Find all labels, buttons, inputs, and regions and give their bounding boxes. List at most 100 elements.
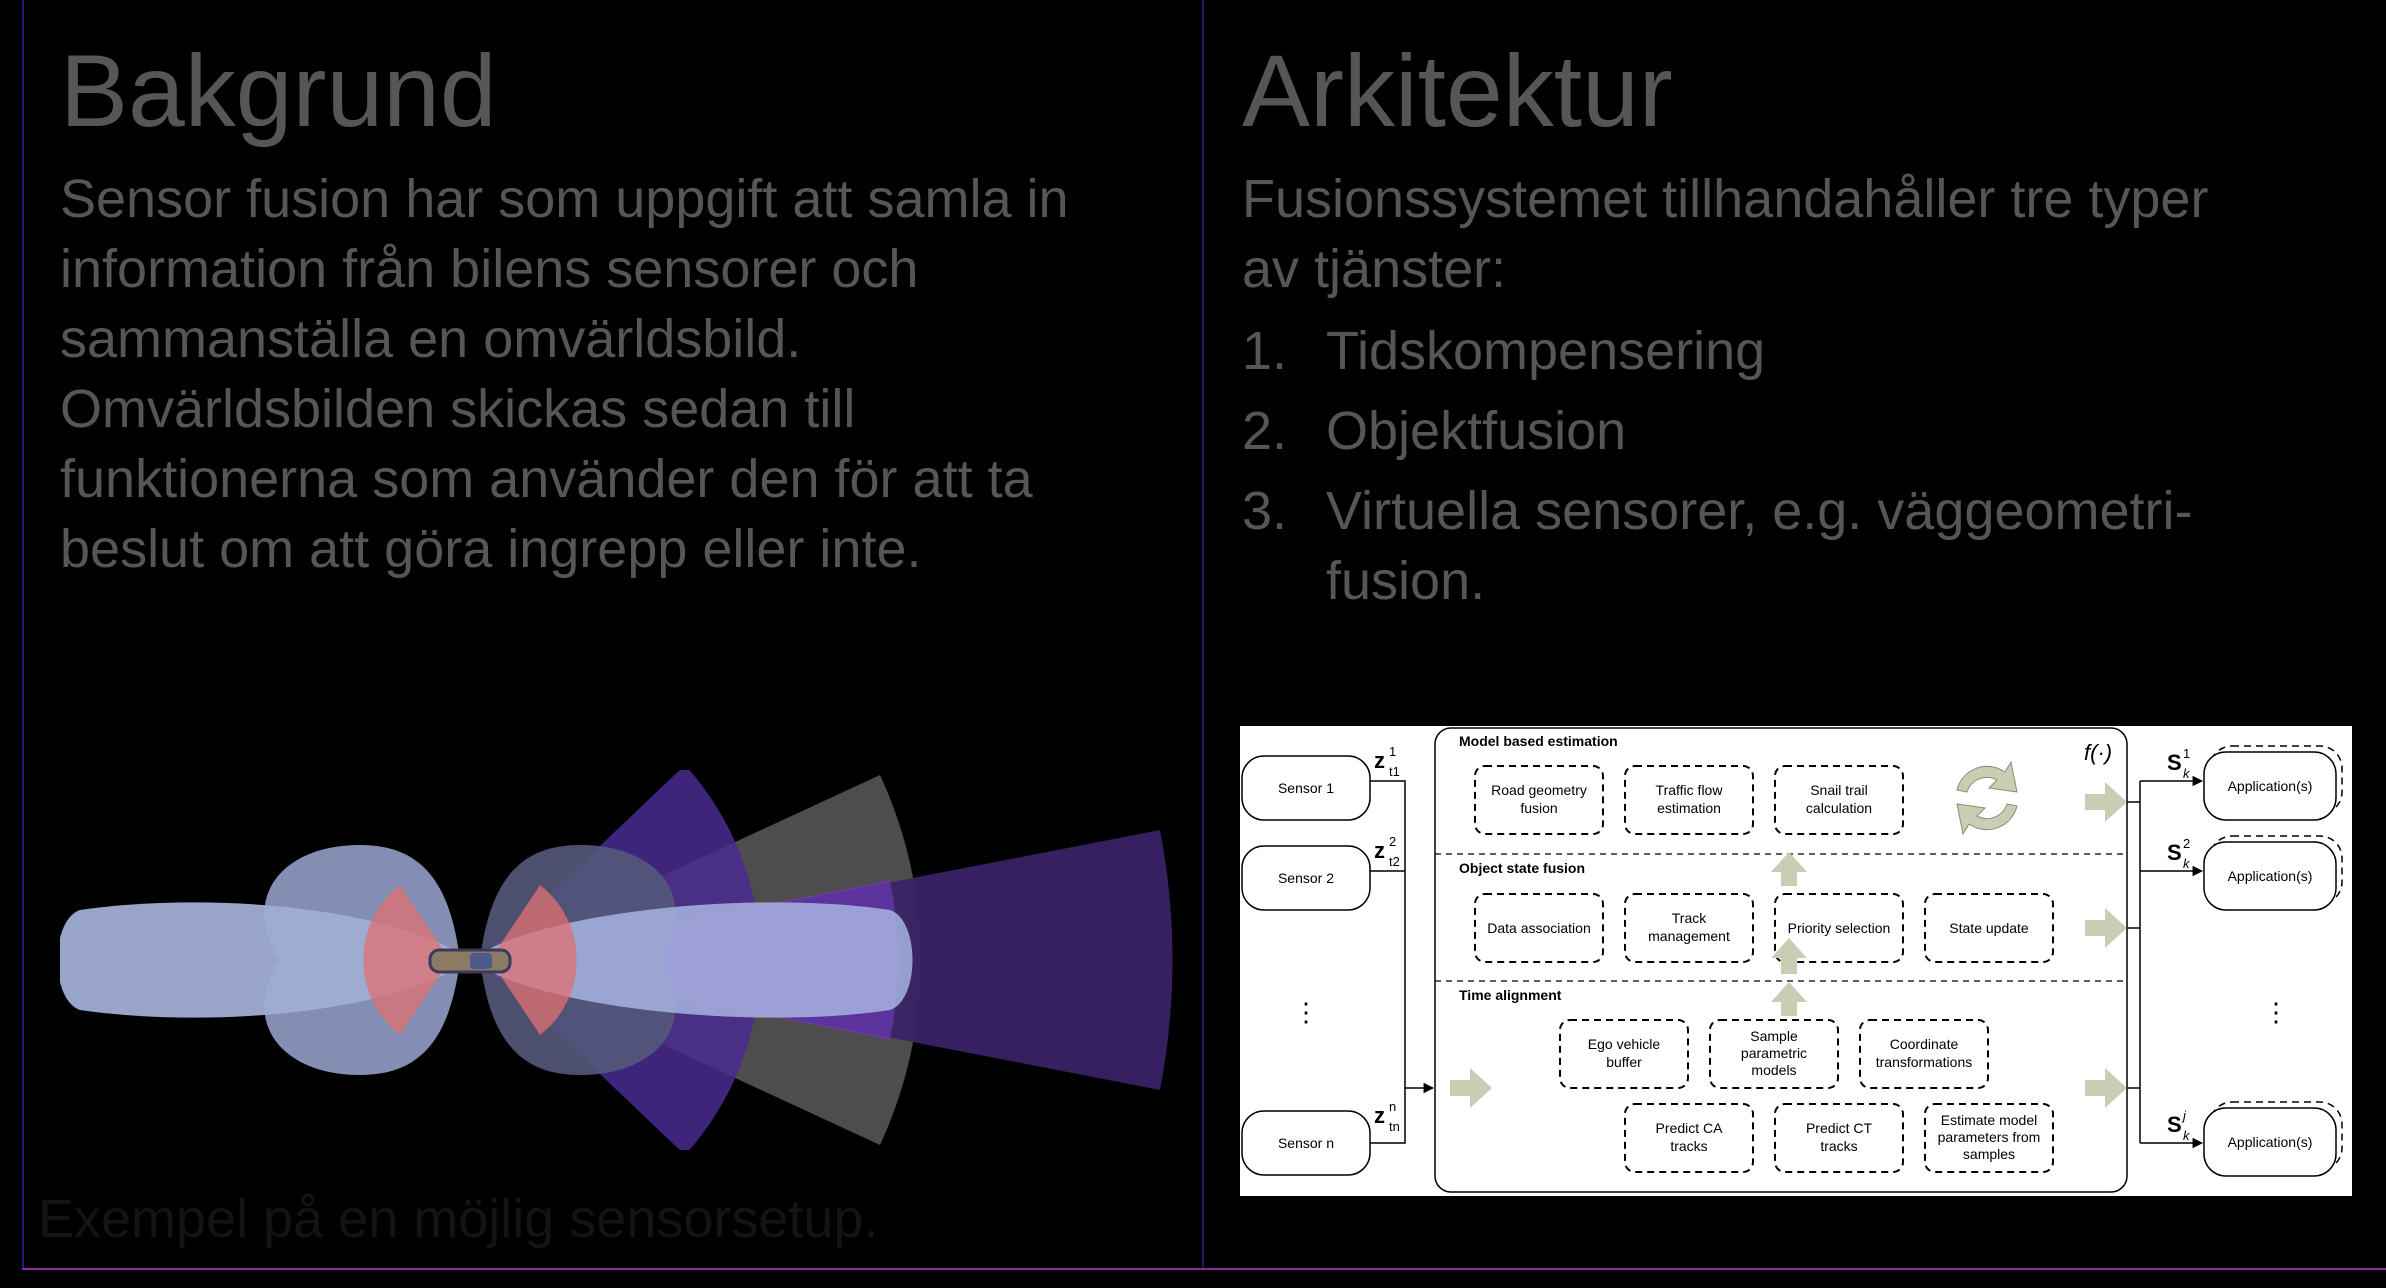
body-line: Sensor fusion har som uppgift att samla … bbox=[60, 169, 1069, 229]
box-line: models bbox=[1751, 1062, 1796, 1078]
sensor-vdots: ⋮ bbox=[1293, 997, 1319, 1027]
sensor-bus-line bbox=[1370, 780, 1433, 1144]
bottom-divider bbox=[22, 1268, 2386, 1270]
body-line: information från bilens sensorer och bbox=[60, 239, 919, 299]
predict-ca-box bbox=[1624, 1103, 1754, 1173]
z-measurement-1: z 1 t1 bbox=[1374, 744, 1400, 779]
estimate-model-box bbox=[1924, 1103, 2054, 1173]
z-measurement-n: z n tn bbox=[1374, 1099, 1400, 1134]
sensor-label: Sensor 2 bbox=[1278, 870, 1334, 886]
application-label: Application(s) bbox=[2228, 778, 2313, 794]
up-arrow-icon bbox=[1771, 982, 1807, 1016]
application-box-2: Application(s) bbox=[2203, 835, 2343, 911]
s-subscript: k bbox=[2183, 766, 2191, 781]
box-line: Sample bbox=[1750, 1028, 1798, 1044]
sensor-label: Sensor n bbox=[1278, 1135, 1334, 1151]
z-superscript: 1 bbox=[1389, 744, 1396, 759]
cycle-icon bbox=[1956, 760, 2018, 836]
application-box-j: Application(s) bbox=[2203, 1101, 2343, 1177]
sensor-label: Sensor 1 bbox=[1278, 780, 1334, 796]
z-superscript: 2 bbox=[1389, 834, 1396, 849]
snail-trail-box bbox=[1774, 765, 1904, 835]
body-line: sammanställa en omvärldsbild. bbox=[60, 309, 802, 369]
box-line: Priority selection bbox=[1788, 920, 1891, 936]
left-body: Sensor fusion har som uppgift att samla … bbox=[60, 164, 1069, 584]
data-association-box bbox=[1474, 893, 1604, 963]
s-subscript: k bbox=[2183, 856, 2191, 871]
application-box-1: Application(s) bbox=[2203, 745, 2343, 821]
box-line: Coordinate bbox=[1890, 1036, 1959, 1052]
z-measurement-2: z 2 t2 bbox=[1374, 834, 1400, 869]
box-line: Traffic flow bbox=[1656, 782, 1724, 798]
right-intro: Fusionssystemet tillhandahåller tre type… bbox=[1242, 164, 2208, 304]
right-arrow-icon bbox=[2085, 1068, 2127, 1108]
s-symbol: S bbox=[2167, 840, 2182, 865]
section-title-object-state: Object state fusion bbox=[1459, 860, 1585, 876]
predict-ct-box bbox=[1774, 1103, 1904, 1173]
box-line: fusion bbox=[1520, 800, 1557, 816]
front-lobe bbox=[470, 902, 913, 1018]
s-superscript: j bbox=[2181, 1108, 2187, 1123]
service-text: Virtuella sensorer, e.g. väggeometri- bbox=[1326, 481, 2193, 541]
up-arrow-icon bbox=[1771, 852, 1807, 886]
car-windshield bbox=[470, 953, 492, 969]
architecture-diagram: Sensor 1 Sensor 2 ⋮ Sensor n z 1 t1 z 2 … bbox=[1240, 726, 2352, 1196]
service-item: 3. Virtuella sensorer, e.g. väggeometri-… bbox=[1242, 476, 2192, 616]
traffic-flow-box bbox=[1624, 765, 1754, 835]
figure-caption: Exempel på en möjlig sensorsetup. bbox=[38, 1189, 879, 1249]
s-output-1: S 1 k bbox=[2167, 746, 2191, 781]
box-line: Estimate model bbox=[1941, 1112, 2037, 1128]
box-line: Ego vehicle bbox=[1588, 1036, 1661, 1052]
box-line: calculation bbox=[1806, 800, 1872, 816]
box-line: Track bbox=[1672, 910, 1707, 926]
service-number: 1. bbox=[1242, 321, 1288, 381]
application-label: Application(s) bbox=[2228, 1134, 2313, 1150]
sample-parametric-box bbox=[1709, 1019, 1839, 1089]
road-geometry-box bbox=[1474, 765, 1604, 835]
box-line: management bbox=[1648, 928, 1730, 944]
application-label: Application(s) bbox=[2228, 868, 2313, 884]
section-title-model-based: Model based estimation bbox=[1459, 733, 1618, 749]
z-symbol: z bbox=[1374, 1103, 1385, 1128]
box-line: Predict CA bbox=[1656, 1120, 1724, 1136]
coordinate-transformations-box bbox=[1859, 1019, 1989, 1089]
body-line: Omvärldsbilden skickas sedan till bbox=[60, 379, 856, 439]
rear-lobe bbox=[60, 902, 470, 1018]
ego-vehicle-buffer-box bbox=[1559, 1019, 1689, 1089]
service-number: 2. bbox=[1242, 401, 1288, 461]
intro-line: Fusionssystemet tillhandahåller tre type… bbox=[1242, 169, 2209, 229]
box-line: tracks bbox=[1670, 1138, 1707, 1154]
right-title: Arkitektur bbox=[1242, 34, 1673, 148]
application-vdots: ⋮ bbox=[2263, 997, 2289, 1027]
sensor-setup-figure bbox=[60, 770, 1173, 1150]
box-line: Road geometry bbox=[1491, 782, 1587, 798]
sensor-box bbox=[1241, 755, 1371, 821]
service-text: Objektfusion bbox=[1326, 401, 1627, 461]
service-text: fusion. bbox=[1326, 551, 1486, 611]
right-arrow-icon bbox=[2085, 908, 2127, 948]
body-line: funktionerna som använder den för att ta bbox=[60, 449, 1033, 509]
z-symbol: z bbox=[1374, 838, 1385, 863]
box-line: Snail trail bbox=[1810, 782, 1868, 798]
z-subscript: t2 bbox=[1389, 854, 1400, 869]
service-number: 3. bbox=[1242, 481, 1288, 541]
z-subscript: tn bbox=[1389, 1119, 1400, 1134]
intro-line: av tjänster: bbox=[1242, 239, 1507, 299]
s-output-j: S j k bbox=[2167, 1108, 2191, 1143]
s-symbol: S bbox=[2167, 750, 2182, 775]
s-output-2: S 2 k bbox=[2167, 836, 2191, 871]
z-superscript: n bbox=[1389, 1099, 1396, 1114]
state-update-box bbox=[1924, 893, 2054, 963]
up-arrow-icon bbox=[1771, 938, 1807, 974]
function-label: f(·) bbox=[2084, 740, 2112, 765]
z-subscript: t1 bbox=[1389, 764, 1400, 779]
box-line: samples bbox=[1963, 1146, 2015, 1162]
box-line: transformations bbox=[1876, 1054, 1972, 1070]
output-bus-line bbox=[2127, 781, 2141, 1143]
box-line: parameters from bbox=[1938, 1129, 2041, 1145]
box-line: estimation bbox=[1657, 800, 1721, 816]
service-item: 1. Tidskompensering bbox=[1242, 316, 2192, 386]
rear-corner-sector bbox=[363, 885, 450, 1035]
left-panel bbox=[22, 0, 1204, 1268]
s-subscript: k bbox=[2183, 1128, 2191, 1143]
